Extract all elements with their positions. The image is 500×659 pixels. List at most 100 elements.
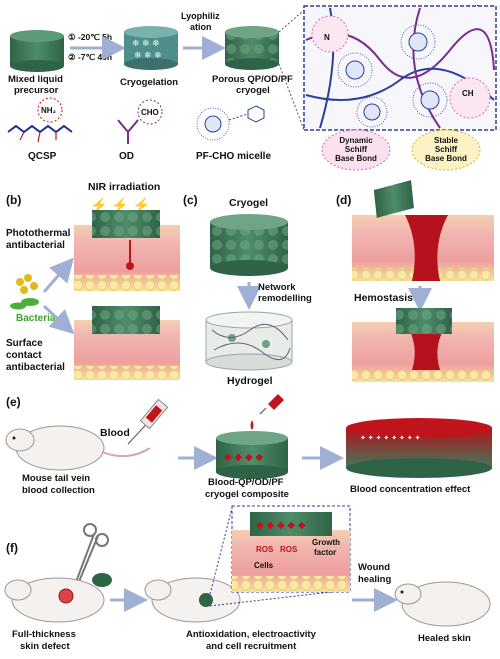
panel-b-label: (b) [6,193,21,207]
panel-f-label: (f) [6,541,18,555]
photothermal-label-1: Photothermal [6,228,71,239]
stable-schiff-base-legend: Stable Schiff Base Bond [411,129,481,171]
od-icon: CHO [117,99,163,144]
qcsp-chain-icon: NH₂ [7,97,73,143]
dynamic-legend-3: Base Bond [335,154,377,163]
dynamic-legend-2: Schiff [345,145,368,154]
cho-label: CHO [141,108,159,117]
mouse-treated-icon [144,577,241,623]
defect-label-1: Full-thickness [12,629,76,640]
cryogelation-label: Cryogelation [120,77,178,88]
panel-a: (a) Mixed liquid precursor ① -20℃ 5h ② -… [7,3,497,171]
ros-label-2: ROS [280,545,298,554]
snowflake-icon: ❄ ❄ ❄ [134,50,162,60]
micelle-in-network [337,52,373,88]
mouse-defect-icon [4,577,105,623]
skin-block-hemostasis [352,308,494,382]
mouse-label-1: Mouse tail vein [22,473,90,484]
ch-bond-label: CH [462,89,474,98]
bacteria-icon [10,274,39,310]
growth-label-2: factor [314,548,336,557]
mouse-icon [5,425,151,471]
skin-block-bleeding [352,180,494,281]
od-label: OD [119,151,134,162]
qcsp-label: QCSP [28,151,57,162]
antiox-label-1: Antioxidation, electroactivity [186,629,317,640]
blood-drop-icon: ◆ ◆ ◆ ◆ ◆ [256,520,306,531]
blood-concentration-block: ✦ ✦ ✦ ✦ ✦ ✦ ✦ ✦ [346,418,492,478]
blood-drop-icon: ◆ ◆ ◆ ◆ [224,452,263,463]
zoom-line [278,9,305,33]
zoom-circle-dynamic [311,15,349,53]
cells-label: Cells [254,561,274,570]
wound-label-2: healing [358,574,391,585]
stable-legend-3: Base Bond [425,154,467,163]
dynamic-schiff-base-legend: Dynamic Schiff Base Bond [321,129,391,171]
surface-label-1: Surface [6,338,43,349]
micelle-label: PF-CHO micelle [196,151,271,162]
forceps-icon [75,523,112,587]
concentration-label: Blood concentration effect [350,484,471,495]
stable-legend-2: Schiff [435,145,458,154]
mixed-liquid-label-2: precursor [14,85,59,96]
snowflake-icon: ❄ ❄ ❄ [132,38,160,48]
zoom-line [209,507,233,595]
mouse-healed-icon [394,581,491,627]
panel-c: (c) Cryogel Network remodelling Hydrogel [183,193,312,387]
hydrogel-label: Hydrogel [227,375,273,387]
n-bond-label: N [324,33,330,42]
step-1-label: ① -20℃ 5h [68,32,112,42]
pf-cho-micelle-icon [196,105,265,141]
photothermal-label-2: antibacterial [6,240,65,251]
cryogel-cylinder-c [210,214,288,276]
bacteria-label: Bacteria [16,313,56,324]
step-2-label: ② -7℃ 48h [68,52,112,62]
porous-cryogel-label-2: cryogel [236,85,270,96]
network-zoom-box: N CH [303,5,497,131]
panel-b: (b) NIR irradiation ⚡ ⚡ ⚡ Photothermal a… [6,181,180,380]
nh2-label: NH₂ [41,106,57,115]
panel-e-label: (e) [6,395,21,409]
stable-legend-1: Stable [434,136,459,145]
lyophilization-label-2: ation [190,22,212,32]
composite-label-1: Blood-QP/OD/PF [208,477,284,488]
lyophilization-label-1: Lyophiliz [181,11,220,21]
blood-label: Blood [100,427,130,439]
skin-block-surface-contact [74,306,180,380]
mouse-label-2: blood collection [22,485,95,496]
defect-label-2: skin defect [20,641,70,652]
nir-label: NIR irradiation [88,181,160,193]
micelle-in-network [412,82,448,118]
zoom-circle-stable [449,77,491,119]
sparkle-icon: ✦ ✦ ✦ ✦ ✦ ✦ ✦ ✦ [360,434,421,442]
skin-block-photothermal [74,210,180,291]
network-label-1: Network [258,282,296,293]
micelle-in-network [356,96,388,128]
antiox-label-2: and cell recruitment [206,641,297,652]
ros-label-1: ROS [256,545,274,554]
panel-d-label: (d) [336,193,351,207]
growth-label-1: Growth [312,538,340,547]
surface-label-2: contact [6,350,42,361]
panel-e: (e) Blood Mouse tail vein blood collecti… [5,394,492,500]
mixed-liquid-label-1: Mixed liquid [8,74,63,85]
panel-f: (f) Full-thickness skin defect Antioxida… [4,505,491,652]
porous-cryogel-cylinder [225,26,279,70]
lightning-icon: ⚡ ⚡ ⚡ [90,197,150,214]
arrow-surface [42,304,75,335]
surface-label-3: antibacterial [6,362,65,373]
hemostasis-label: Hemostasis [354,292,413,304]
syringe-icon [127,398,169,445]
hydrogel-cylinder [205,311,293,371]
composite-label-2: cryogel composite [205,489,289,500]
blood-composite-cylinder: ◆ ◆ ◆ ◆ [216,394,288,479]
mixed-liquid-precursor-cylinder [10,30,64,72]
porous-cryogel-label-1: Porous QP/OD/PF [212,74,293,85]
network-label-2: remodelling [258,293,312,304]
wound-zoom-box: ◆ ◆ ◆ ◆ ◆ ROS ROS Growth factor Cells [231,505,351,593]
dynamic-legend-1: Dynamic [339,136,373,145]
arrow-photothermal [42,257,74,293]
cryogelation-cylinder: ❄ ❄ ❄ ❄ ❄ ❄ [124,26,178,70]
cryogel-label: Cryogel [229,197,268,209]
